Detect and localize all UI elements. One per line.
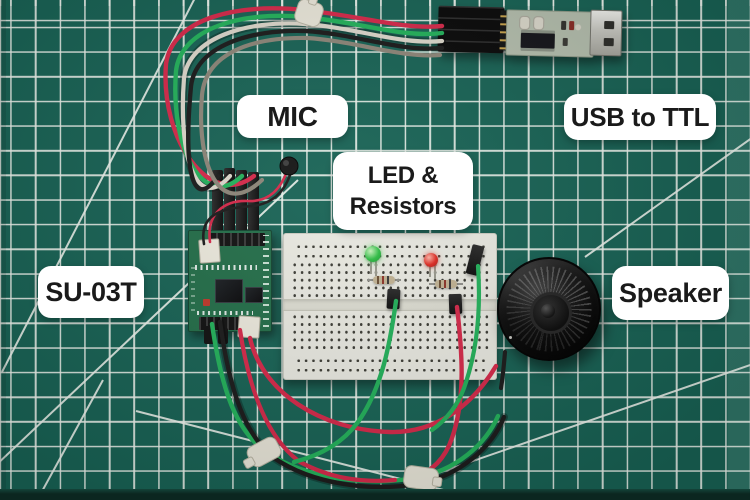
dupont-stub [204, 326, 214, 344]
dupont-housing [224, 168, 235, 234]
breadboard-top-rail-holes [293, 240, 487, 259]
label-su03t: SU-03T [38, 266, 144, 318]
silkscreen [195, 265, 257, 270]
speaker [497, 257, 601, 361]
castellated-edge [263, 235, 269, 327]
red-led [424, 253, 438, 267]
jumper-pin-green [386, 288, 401, 310]
breadboard-lower-holes [290, 312, 490, 350]
secondary-ic [245, 287, 263, 303]
usb-to-ttl-converter [437, 0, 623, 62]
label-usb-text: USB to TTL [570, 101, 710, 132]
left-pads [191, 267, 195, 311]
label-ledres-line2: Resistors [349, 193, 457, 220]
usb-a-plug [589, 9, 623, 57]
usb-plug-slot [603, 37, 614, 47]
breadboard-bottom-rail-holes [293, 354, 487, 373]
smd-part [575, 24, 582, 31]
speaker-jst-connector [237, 315, 261, 339]
speaker-speck [509, 336, 512, 339]
dupont-connector-block [437, 5, 505, 54]
mat-bottom-edge [0, 489, 750, 500]
speaker-center-dome [541, 304, 555, 318]
mic-jst-connector [198, 238, 221, 264]
dupont-housing [248, 172, 259, 232]
smd-part [561, 20, 567, 30]
su03t-module [186, 166, 272, 352]
dupont-housing [236, 170, 247, 234]
red-component [203, 299, 210, 306]
label-speaker: Speaker [612, 266, 729, 320]
label-ledres-line1: LED & [367, 162, 439, 189]
capacitor [519, 15, 531, 31]
smd-part [562, 37, 568, 47]
label-led-resistors: LED & Resistors [333, 152, 473, 230]
usb-plug-slot [604, 20, 615, 30]
label-mic: MIC [237, 95, 348, 138]
usb-ttl-pcb [505, 9, 595, 58]
resistor-1 [373, 276, 395, 284]
main-ic [215, 279, 243, 303]
dupont-stub [218, 328, 228, 344]
label-su03t-text: SU-03T [45, 276, 137, 307]
green-led [365, 246, 381, 262]
smd-part [569, 21, 575, 31]
capacitor [533, 16, 545, 31]
resistor-lead [367, 279, 375, 281]
resistor-2 [435, 280, 457, 288]
label-usb-to-ttl: USB to TTL [564, 94, 716, 140]
breadboard [283, 233, 497, 380]
red-led-lead [434, 265, 436, 279]
mat-ruler-ticks [0, 0, 750, 6]
green-led-lead [370, 260, 372, 274]
green-led-lead [375, 260, 377, 276]
label-mic-text: MIC [267, 100, 318, 132]
jumper-pin-red [448, 293, 463, 315]
silkscreen [197, 311, 253, 315]
dupont-housing [212, 170, 223, 232]
serial-chip [520, 32, 555, 49]
resistor-lead [393, 279, 401, 281]
label-speaker-text: Speaker [619, 277, 722, 308]
